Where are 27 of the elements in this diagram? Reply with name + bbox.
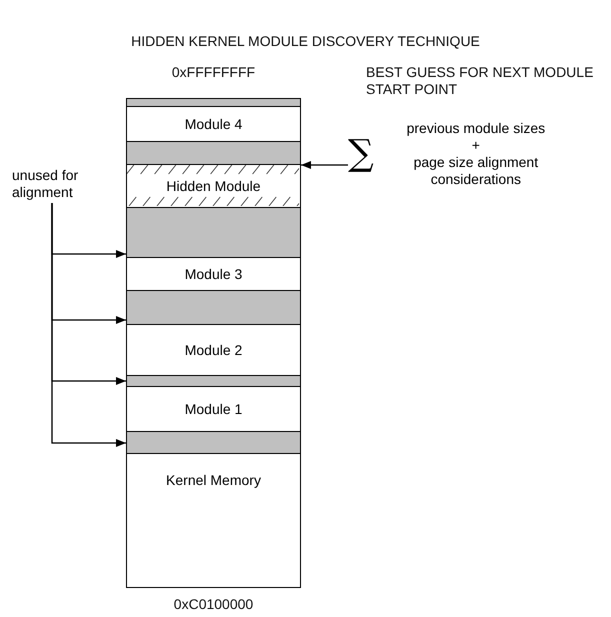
hidden-module-segment	[126, 164, 301, 208]
padding-band	[126, 290, 301, 325]
padding-band	[126, 141, 301, 165]
segment-label: Module 2	[182, 342, 244, 358]
diagram-title: HIDDEN KERNEL MODULE DISCOVERY TECHNIQUE	[130, 33, 481, 49]
address-label: 0xC0100000	[172, 596, 254, 613]
memory-segment	[126, 257, 301, 291]
memory-segment	[126, 106, 301, 142]
padding-band	[126, 431, 301, 454]
address-label: 0xFFFFFFFF	[170, 64, 256, 81]
segment-label: Module 3	[182, 266, 244, 282]
memory-segment	[126, 386, 301, 432]
padding-band	[126, 207, 301, 258]
heading-text: BEST GUESS FOR NEXT MODULE START POINT	[366, 64, 594, 98]
segment-label: Module 1	[182, 401, 244, 417]
segment-label: Module 4	[182, 116, 244, 132]
memory-segment	[126, 324, 301, 376]
padding-band	[126, 375, 301, 387]
segment-label: Kernel Memory	[164, 472, 263, 488]
formula-text: previous module sizes	[406, 120, 546, 137]
formula-text: page size alignment considerations	[412, 154, 540, 188]
arrow	[51, 203, 126, 447]
annotation-text: unused for alignment	[12, 167, 96, 201]
arrow	[301, 161, 348, 169]
sum-sign: ∑	[348, 136, 374, 172]
formula-text: +	[470, 137, 481, 154]
memory-segment	[126, 453, 301, 588]
